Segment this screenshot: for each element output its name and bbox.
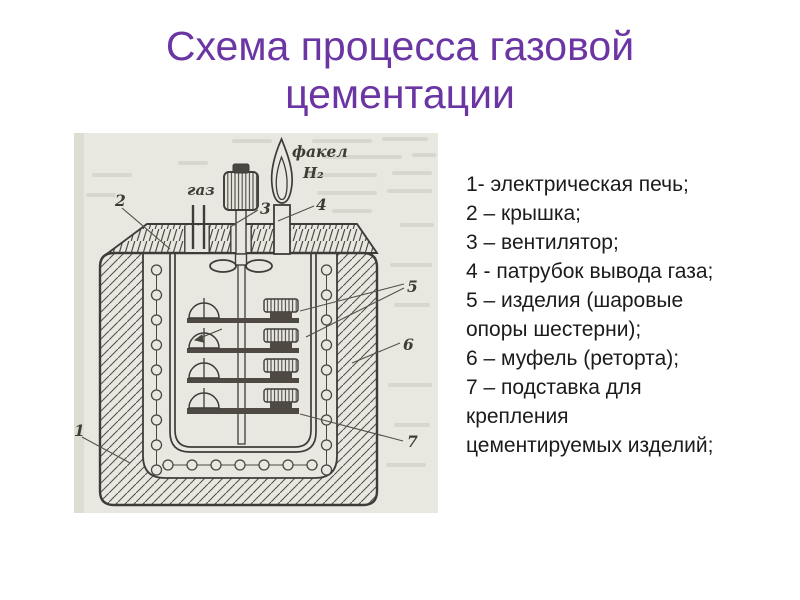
legend-line: 6 – муфель (реторта); <box>466 347 680 370</box>
ball-support-domes <box>188 298 220 409</box>
callout-leaders <box>81 205 405 464</box>
legend-line: 4 - патрубок вывода газа; <box>466 260 714 283</box>
callout-1: 1 <box>74 421 85 440</box>
callout-6: 6 <box>403 335 414 354</box>
stand-shelves <box>187 318 299 414</box>
furnace-wall <box>98 251 379 507</box>
fan-motor <box>223 163 259 255</box>
legend-item-3: 3 – вентилятор; <box>466 228 786 257</box>
torch-label: факел <box>292 142 348 161</box>
heating-coils <box>150 264 333 476</box>
h2-label: Н₂ <box>302 164 324 182</box>
bleed-through-text <box>86 137 436 467</box>
furnace-schematic-svg: газ факел Н₂ 1 2 3 4 5 6 7 <box>74 133 438 513</box>
legend-line: 2 – крышка; <box>466 202 581 225</box>
legend-line: крепления <box>466 405 569 428</box>
legend-item-7: 7 – подставка для крепления цементируемы… <box>466 373 786 460</box>
legend-line: 5 – изделия (шаровые <box>466 289 684 312</box>
legend-item-1: 1- электрическая печь; <box>466 170 786 199</box>
legend-item-2: 2 – крышка; <box>466 199 786 228</box>
gas-inlet-pipes <box>191 205 206 249</box>
callout-3: 3 <box>260 199 271 218</box>
page-title: Схема процесса газовой цементации <box>165 23 635 117</box>
legend-item-5: 5 – изделия (шаровые опоры шестерни); <box>466 286 786 344</box>
muffle-retort <box>169 253 317 453</box>
legend-line: 3 – вентилятор; <box>466 231 619 254</box>
legend-line: 1- электрическая печь; <box>466 173 689 196</box>
callout-4: 4 <box>316 195 327 214</box>
callout-7: 7 <box>407 432 418 451</box>
legend-line: опоры шестерни); <box>466 318 642 341</box>
legend-line: цементируемых изделий; <box>466 434 714 457</box>
gas-outlet-pipe <box>273 204 291 255</box>
gas-label: газ <box>187 181 215 199</box>
fan-blades <box>209 253 273 273</box>
title-block: Схема процесса газовой цементации <box>0 22 800 118</box>
gas-carburizing-diagram: газ факел Н₂ 1 2 3 4 5 6 7 <box>74 133 438 513</box>
gear-stacks <box>263 298 299 408</box>
legend: 1- электрическая печь; 2 – крышка; 3 – в… <box>466 170 786 460</box>
legend-item-6: 6 – муфель (реторта); <box>466 344 786 373</box>
callout-2: 2 <box>114 191 126 210</box>
torch-flame <box>270 136 294 204</box>
legend-line: 7 – подставка для <box>466 376 642 399</box>
legend-item-4: 4 - патрубок вывода газа; <box>466 257 786 286</box>
inner-arrow <box>193 328 223 343</box>
callout-5: 5 <box>407 277 418 296</box>
